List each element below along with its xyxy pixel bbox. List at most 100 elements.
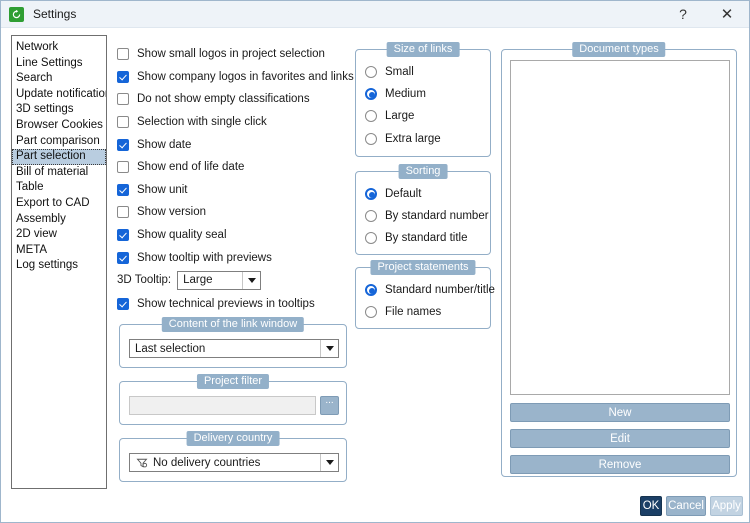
checkbox-do-not-show-empty-classifications[interactable]	[117, 93, 129, 106]
sidebar-item-3d-settings[interactable]: 3D settings	[16, 103, 74, 116]
checkbox-label-show-small-logos-in-project-selection: Show small logos in project selection	[137, 48, 325, 61]
radio-row-file-names[interactable]: File names	[365, 301, 495, 323]
radio-row-default[interactable]: Default	[365, 183, 489, 205]
radio-label-extra-large: Extra large	[385, 132, 441, 145]
radio-row-by-standard-number[interactable]: By standard number	[365, 205, 489, 227]
radio-default[interactable]	[365, 188, 377, 201]
checkbox-row-do-not-show-empty-classifications[interactable]: Do not show empty classifications	[117, 88, 349, 111]
sidebar-item-2d-view[interactable]: 2D view	[16, 228, 57, 241]
sidebar-item-part-selection[interactable]: Part selection	[12, 149, 106, 165]
chevron-down-icon[interactable]	[242, 271, 260, 289]
sidebar-item-part-comparison[interactable]: Part comparison	[16, 134, 100, 147]
checkbox-row-show-date[interactable]: Show date	[117, 133, 349, 156]
sorting-group-title: Sorting	[398, 164, 448, 179]
radio-small[interactable]	[365, 66, 377, 79]
checkbox-show-tooltip-with-previews[interactable]	[117, 251, 129, 264]
checkbox-show-company-logos-in-favorites-and-links[interactable]	[117, 70, 129, 83]
sidebar-item-export-to-cad[interactable]: Export to CAD	[16, 196, 90, 209]
radio-large[interactable]	[365, 110, 377, 123]
cancel-button[interactable]: Cancel	[666, 496, 706, 516]
checkbox-label-show-tooltip-with-previews: Show tooltip with previews	[137, 251, 272, 264]
chevron-down-icon[interactable]	[320, 454, 338, 471]
link-window-group: Content of the link window Last selectio…	[119, 317, 347, 368]
radio-row-standard-number-title[interactable]: Standard number/title	[365, 279, 495, 301]
checkbox-show-unit[interactable]	[117, 183, 129, 196]
project-statements-group-title: Project statements	[370, 260, 476, 275]
checkbox-row-show-version[interactable]: Show version	[117, 201, 349, 224]
help-icon[interactable]: ?	[679, 6, 687, 22]
checkbox-row-show-quality-seal[interactable]: Show quality seal	[117, 224, 349, 247]
checkbox-label-show-company-logos-in-favorites-and-links: Show company logos in favorites and link…	[137, 70, 354, 83]
sidebar-item-table[interactable]: Table	[16, 181, 44, 194]
radio-row-small[interactable]: Small	[365, 61, 441, 83]
link-window-combobox[interactable]: Last selection	[129, 339, 339, 358]
document-types-edit-button[interactable]: Edit	[510, 429, 730, 448]
refresh-green-icon	[9, 6, 24, 22]
sidebar-item-network[interactable]: Network	[16, 41, 59, 53]
document-types-remove-button[interactable]: Remove	[510, 455, 730, 474]
document-types-listbox[interactable]	[510, 60, 730, 395]
delivery-country-group-title: Delivery country	[186, 431, 280, 446]
radio-file-names[interactable]	[365, 306, 377, 319]
checkbox-row-show-tooltip-with-previews[interactable]: Show tooltip with previews	[117, 246, 349, 269]
sidebar-item-meta[interactable]: META	[16, 243, 48, 256]
link-window-group-title: Content of the link window	[161, 317, 305, 332]
sorting-group: Sorting Default By standard number By stan…	[355, 164, 491, 255]
checkbox-row-show-company-logos-in-favorites-and-links[interactable]: Show company logos in favorites and link…	[117, 66, 354, 89]
radio-label-medium: Medium	[385, 88, 426, 101]
radio-by-standard-number[interactable]	[365, 210, 377, 223]
sidebar-item-search[interactable]: Search	[16, 72, 53, 85]
checkbox-row-show-unit[interactable]: Show unit	[117, 179, 349, 202]
sidebar-item-browser-cookies[interactable]: Browser Cookies	[16, 118, 103, 131]
checkbox-label-selection-with-single-click: Selection with single click	[137, 116, 267, 129]
document-types-new-button[interactable]: New	[510, 403, 730, 422]
tooltip-size-combobox[interactable]: Large	[177, 270, 262, 290]
sidebar-item-update-notification[interactable]: Update notification	[16, 87, 107, 100]
radio-row-extra-large[interactable]: Extra large	[365, 128, 441, 150]
chevron-down-icon[interactable]	[320, 340, 338, 357]
radio-standard-number-title[interactable]	[365, 284, 377, 297]
ok-button[interactable]: OK	[640, 496, 662, 516]
close-icon[interactable]: ✕	[720, 6, 734, 23]
project-filter-browse-button[interactable]: ...	[320, 396, 339, 415]
checkbox-row-show-end-of-life-date[interactable]: Show end of life date	[117, 156, 349, 179]
checkbox-show-date[interactable]	[117, 138, 129, 151]
checkbox-row-show-small-logos-in-project-selection[interactable]: Show small logos in project selection	[117, 43, 349, 66]
sorting-radio-list: Default By standard number By standard tit…	[365, 183, 489, 250]
sidebar-item-bill-of-material[interactable]: Bill of material	[16, 165, 89, 178]
checkbox-row-technical-previews[interactable]: Show technical previews in tooltips	[117, 293, 315, 316]
delivery-country-value: No delivery countries	[153, 456, 261, 469]
checkbox-show-small-logos-in-project-selection[interactable]	[117, 48, 129, 61]
sidebar-item-log-settings[interactable]: Log settings	[16, 259, 79, 272]
size-of-links-group-title: Size of links	[386, 42, 460, 57]
apply-button[interactable]: Apply	[710, 496, 743, 516]
filter-icon	[136, 457, 148, 469]
radio-row-medium[interactable]: Medium	[365, 83, 441, 105]
radio-by-standard-title[interactable]	[365, 232, 377, 245]
radio-label-default: Default	[385, 188, 422, 201]
radio-extra-large[interactable]	[365, 132, 377, 145]
sidebar-item-line-settings[interactable]: Line Settings	[16, 56, 83, 69]
sidebar-item-assembly[interactable]: Assembly	[16, 212, 66, 225]
delivery-country-combobox[interactable]: No delivery countries	[129, 453, 339, 472]
checkbox-selection-with-single-click[interactable]	[117, 116, 129, 129]
checkbox-row-selection-with-single-click[interactable]: Selection with single click	[117, 111, 349, 134]
radio-label-by-standard-number: By standard number	[385, 210, 489, 223]
project-filter-input[interactable]	[129, 396, 316, 415]
checkbox-show-version[interactable]	[117, 206, 129, 219]
checkbox-technical-previews[interactable]	[117, 298, 129, 311]
checkbox-label-technical-previews: Show technical previews in tooltips	[137, 298, 315, 311]
window-title: Settings	[33, 7, 77, 21]
checkbox-show-quality-seal[interactable]	[117, 229, 129, 242]
radio-medium[interactable]	[365, 88, 377, 101]
radio-row-by-standard-title[interactable]: By standard title	[365, 227, 489, 249]
document-types-group: Document types New Edit Remove	[501, 42, 737, 477]
radio-row-large[interactable]: Large	[365, 105, 441, 127]
checkbox-label-show-quality-seal: Show quality seal	[137, 229, 227, 242]
checkbox-show-end-of-life-date[interactable]	[117, 161, 129, 174]
